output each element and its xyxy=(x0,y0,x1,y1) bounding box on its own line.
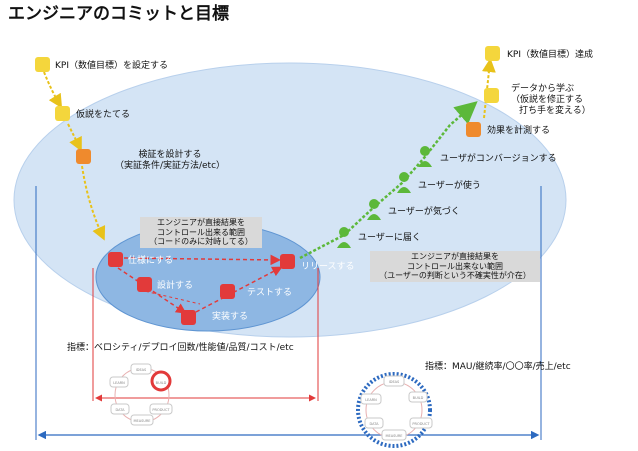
user-convert-label: ユーザがコンバージョンする xyxy=(440,154,557,164)
out-of-control-line-2: コントロール出来ない範囲 xyxy=(407,261,503,271)
design-verification-marker xyxy=(76,149,91,164)
user-figure-reach xyxy=(337,227,351,248)
release-label: リリースする xyxy=(301,262,355,272)
user-reach-label: ユーザーに届く xyxy=(358,233,421,243)
flow-arrow-3 xyxy=(81,165,106,241)
design-verification-line-2: （実証条件/実証方法/etc） xyxy=(114,161,226,171)
learn-from-data-label: データから学ぶ （仮説を修正する 打ち手を変える） xyxy=(511,84,591,117)
small-cycle-node-data: DATA xyxy=(115,408,125,412)
page-title: エンジニアのコミットと目標 xyxy=(8,4,229,24)
user-figure-convert xyxy=(418,146,432,167)
small-cycle-node-product: PRODUCT xyxy=(152,408,170,412)
spec-marker xyxy=(108,252,123,267)
user-figure-use xyxy=(397,172,411,193)
hypothesis-label: 仮説をたてる xyxy=(76,110,131,120)
kpi-set-label: KPI（数値目標）を設定する xyxy=(55,61,168,71)
test-label: テストする xyxy=(247,288,293,298)
measure-effect-marker xyxy=(466,122,481,137)
small-cycle-node-ideas: IDEAS xyxy=(136,368,147,372)
build-measure-learn-cycle-small xyxy=(109,363,173,426)
build-measure-learn-cycle-large xyxy=(356,372,433,448)
user-figure-notice xyxy=(367,199,381,220)
kpi-set-marker xyxy=(35,57,50,72)
design-marker xyxy=(137,277,152,292)
large-cycle-node-data: DATA xyxy=(369,422,379,426)
release-marker xyxy=(280,254,295,269)
learn-from-data-marker xyxy=(484,88,499,103)
implement-marker xyxy=(181,310,196,325)
out-of-control-box: エンジニアが直接結果を コントロール出来ない範囲 （ユーザーの判断という不確実性… xyxy=(370,251,540,282)
flow-arrow-4 xyxy=(481,58,496,119)
large-cycle-node-build: BUILD xyxy=(413,396,424,400)
design-label: 設計する xyxy=(157,281,194,291)
small-cycle-node-build: BUILD xyxy=(156,381,167,385)
kpi-achieve-label: KPI（数値目標）達成 xyxy=(507,50,593,60)
engineer-control-line-2: コントロール出来る範囲 xyxy=(157,227,245,237)
dev-arrow-spec-to-release xyxy=(123,254,281,266)
user-use-label: ユーザーが使う xyxy=(418,181,481,191)
dev-arrow-design xyxy=(139,289,201,305)
learn-from-data-line-2: （仮説を修正する xyxy=(511,95,584,105)
out-of-control-line-1: エンジニアが直接結果を xyxy=(411,252,499,261)
large-cycle-node-product: PRODUCT xyxy=(412,422,430,426)
dev-arrow-spec-to-implement xyxy=(117,267,187,314)
out-of-control-line-3: （ユーザーの判断という不確実性が介在） xyxy=(379,271,531,280)
engineering-metrics-label: 指標：ベロシティ/デプロイ回数/性能値/品質/コスト/etc xyxy=(67,343,294,353)
small-cycle-node-learn: LEARN xyxy=(113,381,125,385)
spec-label: 仕様にする xyxy=(128,256,174,266)
dev-arrow-implement-to-release xyxy=(195,266,283,313)
engineer-control-line-3: （コードのみに対峙してる） xyxy=(149,237,253,246)
flow-arrow-2 xyxy=(67,123,82,152)
design-verification-line-1: 検証を設計する xyxy=(138,150,202,160)
user-notice-label: ユーザーが気づく xyxy=(388,207,460,217)
measure-effect-label: 効果を計測する xyxy=(487,126,551,136)
implement-label: 実装する xyxy=(212,312,249,322)
kpi-achieve-marker xyxy=(485,46,500,61)
learn-from-data-line-3: 打ち手を変える） xyxy=(519,106,591,116)
design-verification-label: 検証を設計する （実証条件/実証方法/etc） xyxy=(100,150,240,172)
large-cycle-node-ideas: IDEAS xyxy=(389,380,400,384)
small-cycle-node-measure: MEASURE xyxy=(133,419,150,423)
engineer-control-line-1: エンジニアが直接結果を xyxy=(157,218,245,227)
user-flow-arrow xyxy=(299,101,478,260)
flow-arrow-1 xyxy=(43,71,63,109)
engineer-control-box: エンジニアが直接結果を コントロール出来る範囲 （コードのみに対峙してる） xyxy=(140,217,262,248)
large-cycle-node-learn: LEARN xyxy=(365,398,377,402)
hypothesis-marker xyxy=(55,106,70,121)
test-marker xyxy=(220,284,235,299)
learn-from-data-line-1: データから学ぶ xyxy=(511,84,575,94)
business-metrics-label: 指標：MAU/継続率/〇〇率/売上/etc xyxy=(425,362,571,372)
large-cycle-node-measure: MEASURE xyxy=(385,434,402,438)
